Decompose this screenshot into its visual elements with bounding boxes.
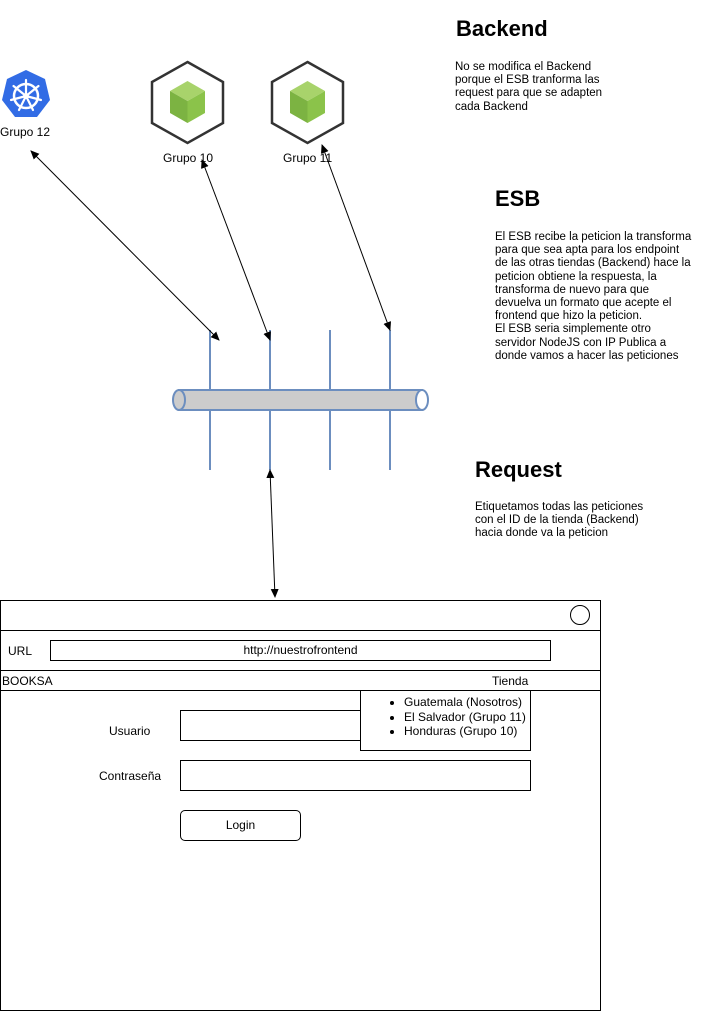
- backend-description: No se modifica el Backend porque el ESB …: [455, 61, 603, 113]
- user-input[interactable]: [180, 710, 370, 741]
- user-label: Usuario: [109, 724, 151, 738]
- arrow-frontend: [266, 469, 279, 598]
- request-description: Etiquetamos todas las peticiones con el …: [475, 501, 644, 540]
- esb-description-part2: El ESB seria simplemente otro servidor N…: [495, 323, 679, 362]
- url-bar[interactable]: http://nuestrofrontend: [50, 640, 551, 661]
- password-input[interactable]: [180, 760, 531, 791]
- store-option-el-salvador[interactable]: El Salvador (Grupo 11): [404, 710, 530, 725]
- arrow-grupo11: [321, 144, 391, 331]
- store-selector-label[interactable]: Tienda: [492, 674, 529, 688]
- window-close-button[interactable]: [570, 605, 590, 625]
- kubernetes-icon: [2, 70, 50, 117]
- store-dropdown: Guatemala (Nosotros) El Salvador (Grupo …: [360, 690, 531, 751]
- esb-description-part1: El ESB recibe la peticion la transforma …: [495, 231, 692, 323]
- navbar-divider: [0, 690, 601, 691]
- grupo11-cube-icon: [270, 60, 345, 145]
- arrow-grupo12: [30, 150, 220, 341]
- login-button[interactable]: Login: [180, 810, 301, 841]
- store-option-guatemala[interactable]: Guatemala (Nosotros): [404, 695, 530, 710]
- titlebar-divider: [0, 630, 601, 631]
- esb-bus-diagram: [30, 144, 429, 598]
- grupo11-label: Grupo 11: [283, 151, 333, 165]
- esb-description: El ESB recibe la peticion la transforma …: [495, 231, 695, 379]
- url-label: URL: [8, 644, 33, 658]
- urlbar-divider: [0, 670, 601, 671]
- password-label: Contraseña: [99, 769, 162, 783]
- backend-title: Backend: [456, 16, 548, 41]
- grupo10-cube-icon: [150, 60, 225, 145]
- brand-label: BOOKSA: [2, 674, 53, 688]
- esb-bus-pipe: [172, 389, 429, 411]
- store-option-honduras[interactable]: Honduras (Grupo 10): [404, 724, 530, 739]
- esb-title: ESB: [495, 186, 541, 211]
- arrow-grupo10: [201, 159, 271, 341]
- browser-window: [0, 600, 601, 1011]
- request-title: Request: [475, 457, 562, 482]
- grupo12-label: Grupo 12: [0, 125, 51, 139]
